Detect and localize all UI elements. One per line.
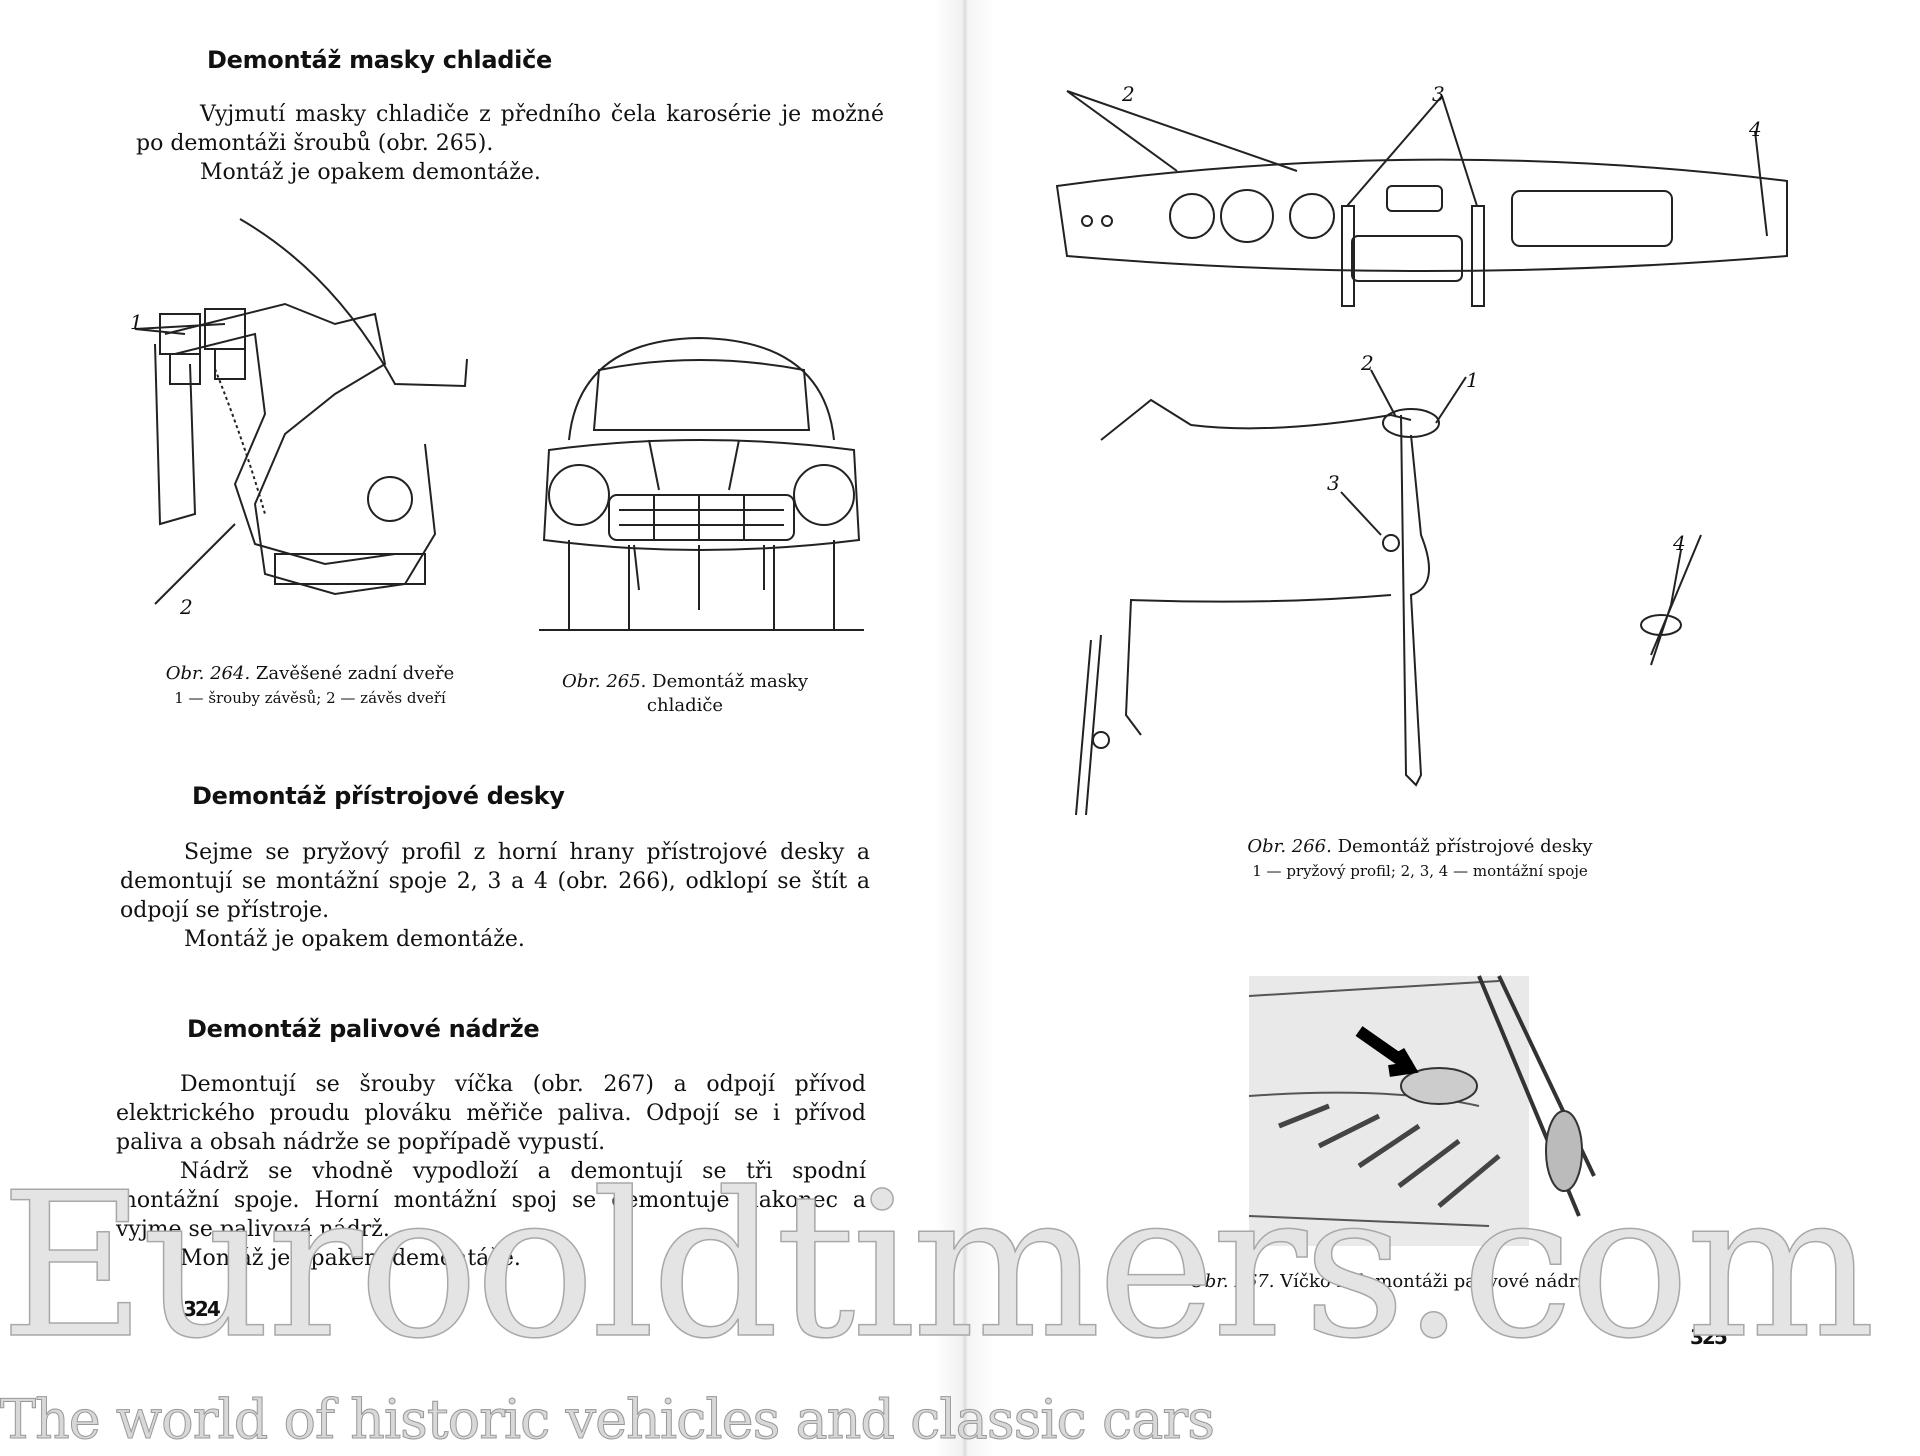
caption-label: Obr. 265. [561,671,647,692]
caption-title: Zavěšené zadní dveře [255,663,455,684]
paragraph-line: Montáž je opakem demontáže. [184,927,525,952]
book-gutter [935,0,995,1456]
paragraph-line: Montáž je opakem demontáže. [180,1246,521,1271]
page-number-right: 325 [1690,1325,1728,1349]
caption-title: Víčko k demontáži palivové nádrže [1280,1271,1598,1292]
paragraph-fuel-tank: Demontují se šrouby víčka (obr. 267) a o… [116,1070,866,1273]
heading-dashboard: Demontáž přístrojové desky [192,782,565,810]
callout-3: 3 [1432,82,1445,106]
figure-265-car-front-drawing [539,336,864,631]
caption-fig-265: Obr. 265. Demontáž masky chladiče [550,670,820,718]
callout-4: 4 [1748,117,1762,141]
paragraph-line: Sejme se pryžový profil z horní hrany př… [120,840,870,923]
callout-3: 3 [1327,471,1340,495]
caption-label: Obr. 264. [165,663,251,684]
heading-radiator-grille: Demontáž masky chladiče [207,46,552,74]
paragraph-radiator-grille: Vyjmutí masky chladiče z předního čela k… [136,100,884,187]
figure-264-door-hinge-drawing: 1 2 [130,218,468,619]
figure-267-trunk-photo [1248,975,1596,1246]
callout-1: 1 [130,310,143,334]
caption-fig-267: Obr. 267. Víčko k demontáži palivové nád… [1190,1270,1598,1294]
paragraph-line: Vyjmutí masky chladiče z předního čela k… [136,102,884,156]
caption-label: Obr. 267. [1190,1271,1275,1292]
caption-fig-264: Obr. 264. Zavěšené zadní dveře 1 — šroub… [140,662,480,710]
callout-2: 2 [179,595,193,619]
heading-fuel-tank: Demontáž palivové nádrže [187,1015,540,1043]
paragraph-line: Nádrž se vhodně vypodloží a demontují se… [116,1159,866,1242]
callout-4: 4 [1672,531,1686,555]
figure-266-dashboard-drawing: 2 3 4 [1055,82,1788,307]
figure-266-mounting-detail-drawing: 2 1 3 4 [1075,351,1702,816]
paragraph-line: Demontují se šrouby víčka (obr. 267) a o… [116,1072,866,1155]
caption-fig-266: Obr. 266. Demontáž přístrojové desky 1 —… [1200,835,1640,883]
paragraph-dashboard: Sejme se pryžový profil z horní hrany př… [120,838,870,954]
page-number-left: 324 [183,1297,221,1321]
caption-legend: 1 — šrouby závěsů; 2 — závěs dveří [174,689,446,707]
callout-2: 2 [1360,351,1374,375]
caption-title: Demontáž masky chladiče [646,671,809,716]
watermark-tagline: The world of historic vehicles and class… [0,1388,1215,1452]
callout-1: 1 [1466,368,1479,392]
paragraph-line: Montáž je opakem demontáže. [200,160,541,185]
caption-title: Demontáž přístrojové desky [1337,836,1593,857]
caption-legend: 1 — pryžový profil; 2, 3, 4 — montážní s… [1252,862,1588,880]
caption-label: Obr. 266. [1247,836,1332,857]
callout-2: 2 [1121,82,1135,106]
